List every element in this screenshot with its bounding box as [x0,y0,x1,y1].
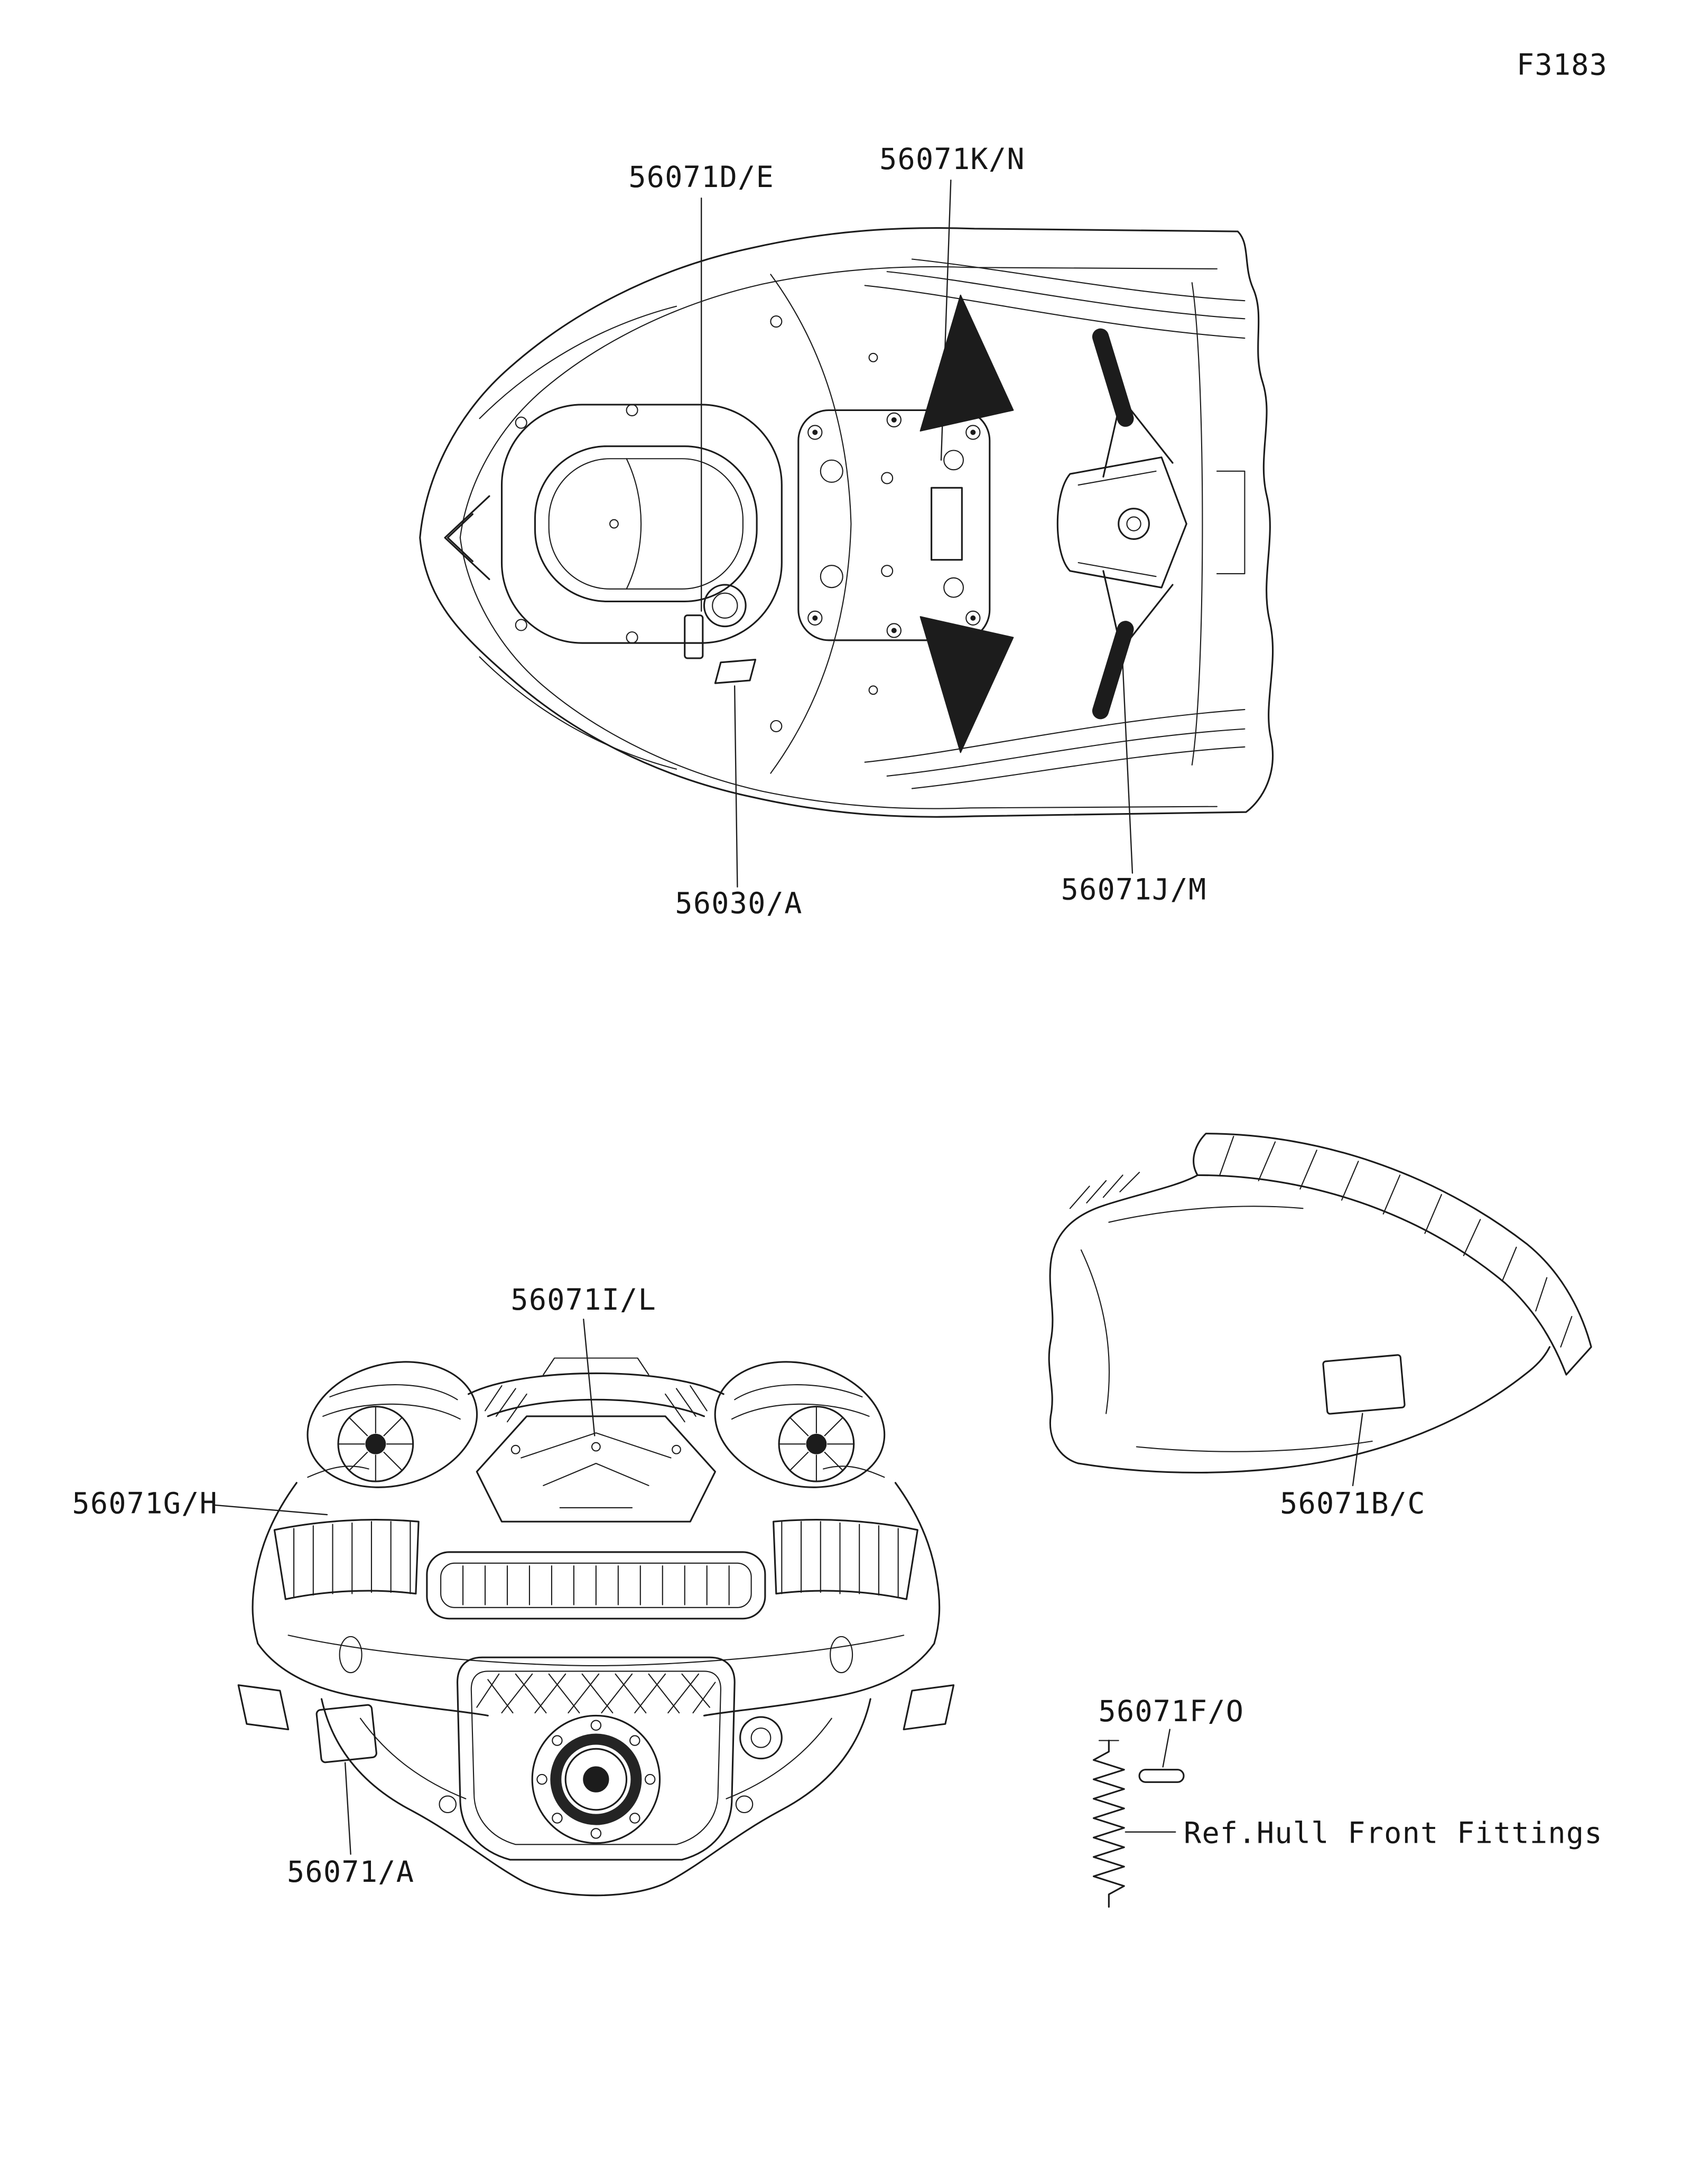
side-panel-drawing [1048,1133,1592,1474]
leader-56071jm [1120,634,1133,874]
leader-56030a [733,685,738,888]
leader-56071kn [940,179,952,461]
pin [1138,1769,1185,1783]
seat-surround [500,404,783,644]
callout-56071fo: 56071F/O [1099,1694,1244,1728]
engine-hatch [797,409,991,641]
label-plate-kn [931,487,963,561]
label-plate-a [315,1704,377,1763]
ref-note: Ref.Hull Front Fittings [1184,1816,1603,1850]
vent-band-right [773,1519,918,1600]
callout-56071jm: 56071J/M [1061,872,1207,906]
callout-56071a: 56071/A [287,1855,414,1889]
top-view-drawing [419,227,1274,818]
top-view-callouts: 56071D/E 56071K/N 56030/A 56071J/M [628,142,1206,920]
handlebar-grip-left [1092,328,1134,427]
leader-56071il [583,1319,596,1436]
fuel-cap [703,584,747,628]
leader-56071a [344,1762,351,1855]
leader-56071gh [212,1504,328,1516]
front-grille [426,1551,766,1620]
mirror-pod-left [306,1361,478,1488]
spring-detail-drawing: 56071F/O Ref.Hull Front Fittings [1092,1694,1603,1908]
mirror-right-top [919,616,1014,753]
mirror-pod-right [714,1361,886,1488]
label-plate-de [684,614,704,659]
front-view-drawing [237,1357,955,1897]
callout-56071il: 56071I/L [510,1283,656,1317]
figure-code: F3183 [1517,48,1608,82]
callout-56071de: 56071D/E [628,160,774,194]
mirror-left-top [919,294,1014,432]
front-view-callouts: 56071I/L 56071G/H 56071/A [72,1283,656,1889]
jet-pump [531,1714,661,1844]
spring [1092,1740,1125,1908]
bow-chevron [444,495,490,581]
seat-edge [1193,1133,1592,1376]
seat-opening [534,445,758,602]
vent-band-left [273,1519,420,1600]
steering-console [1056,456,1187,589]
callout-56071kn: 56071K/N [879,142,1025,176]
leader-56071fo [1162,1729,1170,1768]
hood-panel [476,1415,717,1523]
leader-56071bc [1352,1413,1363,1487]
callout-56071bc: 56071B/C [1280,1486,1426,1520]
side-panel-callouts: 56071B/C [1280,1413,1426,1520]
label-plate-bc [1322,1354,1406,1415]
label-plate-56030 [714,659,757,684]
callout-56071gh: 56071G/H [72,1486,218,1520]
callout-56030a: 56030/A [675,886,802,920]
intake-housing [456,1656,736,1861]
